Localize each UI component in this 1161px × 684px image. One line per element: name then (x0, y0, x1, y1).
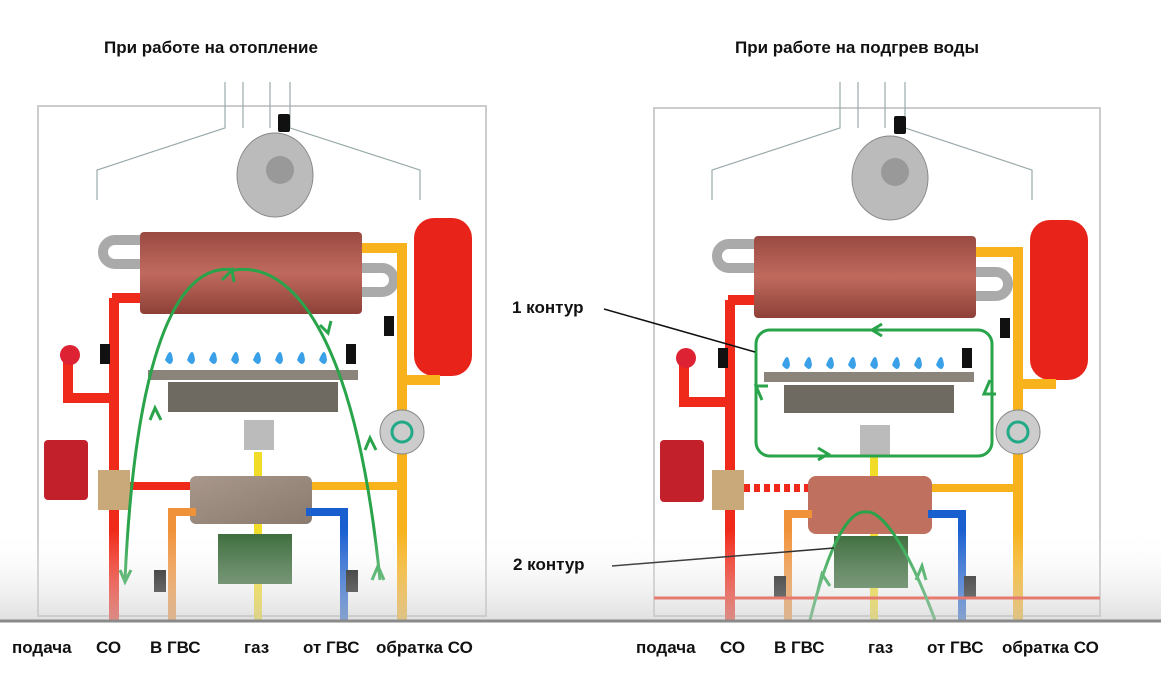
expansion-tank (1030, 220, 1088, 380)
boiler-heating-mode (37, 82, 487, 620)
callout-line-1 (603, 308, 756, 353)
label-supply: подача (636, 638, 696, 657)
burner-flames (782, 357, 944, 369)
expansion-tank (414, 218, 472, 376)
return-pipe (362, 243, 440, 620)
return-pipe (976, 247, 1056, 620)
primary-heat-exchanger (140, 232, 362, 314)
primary-heat-exchanger (754, 236, 976, 318)
gas-valve (244, 420, 274, 450)
label-return: обратка СО (376, 638, 473, 657)
pressure-switch (278, 114, 290, 132)
heating-flow-arrow (123, 267, 382, 581)
plate-heat-exchanger (190, 476, 312, 524)
label-from-dhw: от ГВС (927, 638, 984, 657)
label-co: СО (96, 638, 122, 657)
circulation-pump (379, 409, 425, 455)
panel-dhw-title: При работе на подгрев воды (735, 38, 980, 57)
burner-flames (165, 352, 327, 364)
bottom-shade (0, 530, 1161, 620)
circulation-pump (995, 409, 1041, 455)
label-return: обратка СО (1002, 638, 1099, 657)
burner (148, 370, 358, 380)
plate-heat-exchanger (808, 476, 932, 534)
callout-circuit-2: 2 контур (513, 555, 585, 574)
callout-circuit-1: 1 контур (512, 298, 584, 317)
panel-heating-title: При работе на отопление (104, 38, 318, 57)
three-way-valve (98, 470, 130, 510)
label-to-dhw: В ГВС (774, 638, 825, 657)
label-co: СО (720, 638, 746, 657)
flue-lines (96, 82, 421, 200)
label-to-dhw: В ГВС (150, 638, 201, 657)
label-from-dhw: от ГВС (303, 638, 360, 657)
label-supply: подача (12, 638, 72, 657)
label-gas: газ (244, 638, 270, 657)
label-gas: газ (868, 638, 894, 657)
three-way-valve-motor (44, 440, 88, 500)
